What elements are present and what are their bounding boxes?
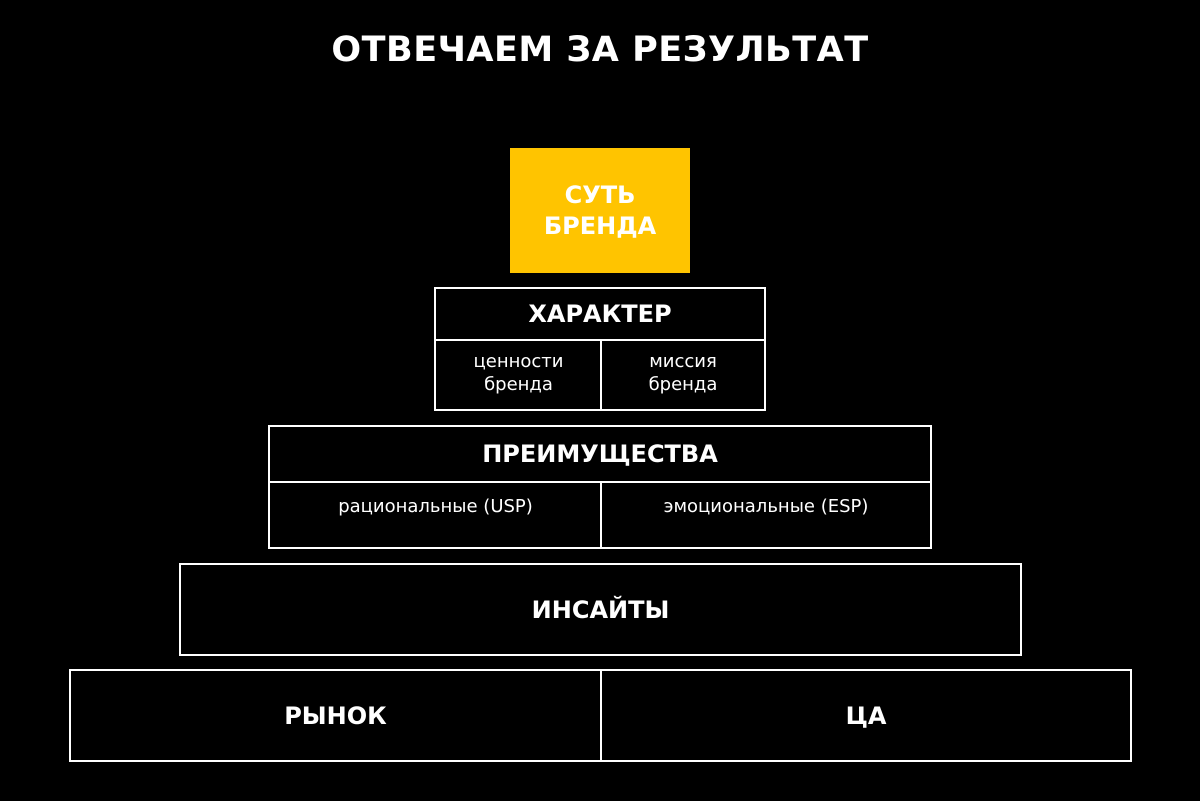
character-header: ХАРАКТЕР	[436, 289, 764, 341]
benefits-block: ПРЕИМУЩЕСТВА рациональные (USP) эмоциона…	[268, 425, 932, 549]
divider	[600, 340, 602, 409]
insights-block: ИНСАЙТЫ	[179, 563, 1022, 656]
divider	[600, 482, 602, 547]
page-title: ОТВЕЧАЕМ ЗА РЕЗУЛЬТАТ	[331, 30, 869, 70]
base-block: РЫНОК ЦА	[69, 669, 1132, 762]
rational-usp-cell: рациональные (USP)	[338, 496, 533, 517]
target-audience-cell: ЦА	[845, 701, 887, 730]
brand-mission-cell: миссия бренда	[648, 351, 718, 395]
brand-core-block: СУТЬ БРЕНДА	[510, 148, 690, 273]
character-block: ХАРАКТЕР ценности бренда миссия бренда	[434, 287, 766, 411]
market-cell: РЫНОК	[284, 701, 387, 730]
benefits-header: ПРЕИМУЩЕСТВА	[270, 427, 930, 483]
brand-values-cell: ценности бренда	[473, 351, 564, 395]
divider	[600, 671, 602, 760]
emotional-esp-cell: эмоциональные (ESP)	[663, 496, 869, 517]
